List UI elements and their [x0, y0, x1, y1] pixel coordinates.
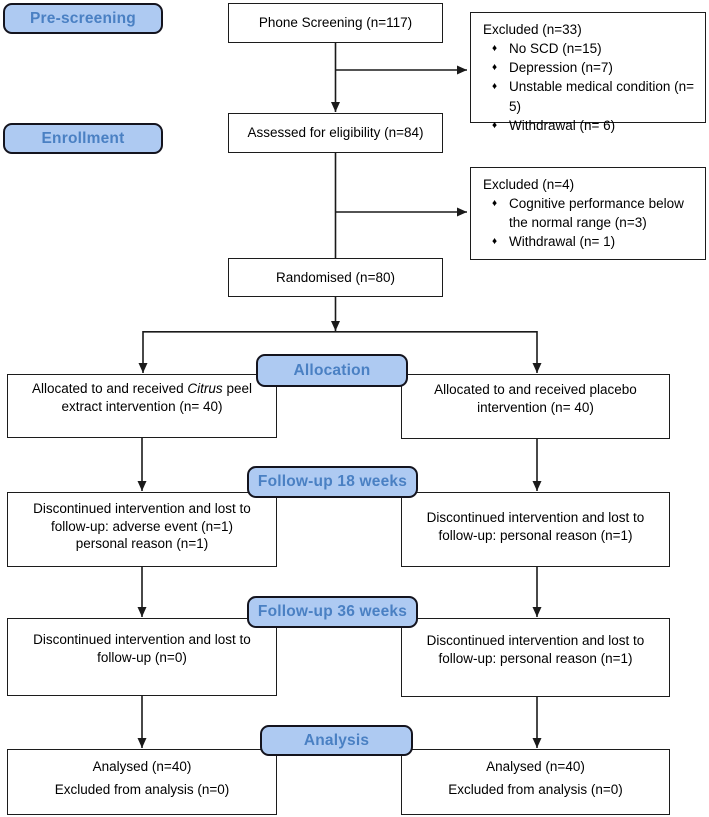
badge-followup-18-weeks: Follow-up 18 weeks — [247, 466, 418, 498]
list-item: ♦ No SCD (n=15) — [490, 39, 697, 58]
box-analysis-citrus: Analysed (n=40) Excluded from analysis (… — [7, 749, 277, 815]
allocation-citrus-before: Allocated to and received — [32, 381, 184, 397]
box-followup36-citrus: Discontinued intervention and lost to fo… — [7, 618, 277, 696]
box-analysis-citrus-text: Analysed (n=40) Excluded from analysis (… — [54, 759, 230, 797]
allocation-citrus-italic: Citrus — [187, 381, 223, 397]
diamond-bullet-icon: ♦ — [492, 43, 498, 55]
list-item: ♦ Cognitive performance below the normal … — [490, 194, 697, 232]
list-item-text: Depression (n=7) — [509, 60, 613, 76]
list-item-text: Withdrawal (n= 6) — [509, 117, 616, 133]
box-followup18-citrus: Discontinued intervention and lost to fo… — [7, 492, 277, 567]
box-followup36-placebo: Discontinued intervention and lost to fo… — [401, 618, 670, 697]
diamond-bullet-icon: ♦ — [492, 236, 498, 248]
box-followup18-citrus-text: Discontinued intervention and lost to fo… — [33, 500, 251, 552]
badge-followup-36-weeks: Follow-up 36 weeks — [247, 596, 418, 628]
box-phone-screening-text: Phone Screening (n=117) — [258, 15, 413, 31]
excluded-prescreening-title: Excluded (n=33) — [483, 22, 582, 37]
list-item-text: Unstable medical condition (n= 5) — [509, 79, 694, 114]
box-analysis-placebo-text: Analysed (n=40) Excluded from analysis (… — [448, 759, 623, 797]
list-item: ♦ Withdrawal (n= 6) — [490, 116, 697, 135]
box-followup36-placebo-text: Discontinued intervention and lost to fo… — [426, 632, 645, 666]
badge-analysis: Analysis — [260, 725, 413, 756]
list-item-text: No SCD (n=15) — [509, 41, 602, 57]
diamond-bullet-icon: ♦ — [492, 119, 498, 131]
allocation-citrus-after: peel extract intervention (n= 40) — [61, 381, 252, 414]
box-randomised: Randomised (n=80) — [228, 258, 443, 297]
list-item: ♦ Unstable medical condition (n= 5) — [490, 77, 697, 115]
box-allocation-placebo: Allocated to and received placebo interv… — [401, 374, 670, 439]
badge-enrollment: Enrollment — [3, 123, 163, 154]
list-item: ♦ Depression (n=7) — [490, 58, 697, 77]
box-excluded-enrollment: Excluded (n=4) ♦ Cognitive performance be… — [470, 167, 706, 260]
excluded-prescreening-list: ♦ No SCD (n=15) ♦ Depression (n=7) ♦ Unstab… — [483, 39, 697, 135]
box-excluded-prescreening: Excluded (n=33) ♦ No SCD (n=15) ♦ Depressi… — [470, 12, 706, 133]
box-followup18-placebo-text: Discontinued intervention and lost to fo… — [426, 509, 645, 543]
box-phone-screening: Phone Screening (n=117) — [228, 3, 443, 43]
diamond-bullet-icon: ♦ — [492, 198, 498, 210]
list-item: ♦ Withdrawal (n= 1) — [490, 232, 697, 251]
box-allocation-placebo-text: Allocated to and received placebo interv… — [434, 381, 637, 415]
excluded-enrollment-title: Excluded (n=4) — [483, 177, 575, 192]
diamond-bullet-icon: ♦ — [492, 81, 498, 93]
box-randomised-text: Randomised (n=80) — [276, 269, 395, 285]
excluded-enrollment-list: ♦ Cognitive performance below the normal … — [483, 194, 697, 251]
badge-pre-screening: Pre-screening — [3, 3, 163, 34]
box-assessed-eligibility-text: Assessed for eligibility (n=84) — [247, 125, 424, 141]
box-assessed-eligibility: Assessed for eligibility (n=84) — [228, 113, 443, 153]
diamond-bullet-icon: ♦ — [492, 62, 498, 74]
list-item-text: Cognitive performance below the normal r… — [509, 196, 684, 231]
box-allocation-citrus: Allocated to and received Citrus peel ex… — [7, 374, 277, 438]
box-followup18-placebo: Discontinued intervention and lost to fo… — [401, 492, 670, 567]
badge-allocation: Allocation — [256, 354, 408, 387]
box-analysis-placebo: Analysed (n=40) Excluded from analysis (… — [401, 749, 670, 815]
list-item-text: Withdrawal (n= 1) — [509, 234, 616, 250]
box-allocation-citrus-text: Allocated to and received Citrus peel ex… — [32, 380, 252, 416]
box-followup36-citrus-text: Discontinued intervention and lost to fo… — [33, 632, 251, 665]
